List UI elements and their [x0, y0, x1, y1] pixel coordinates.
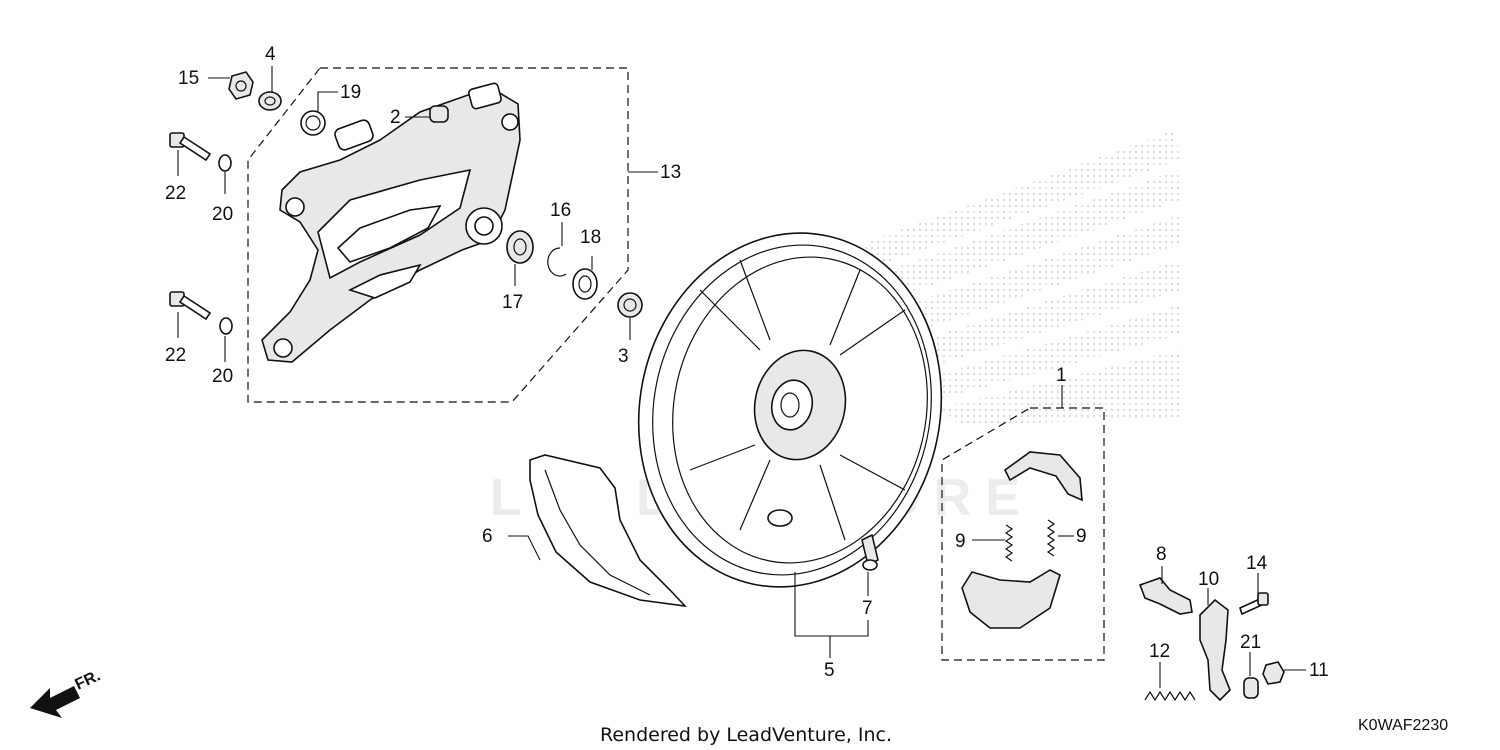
callout-9-left: 9	[955, 531, 966, 552]
collar-4	[258, 91, 282, 111]
callout-13: 13	[660, 162, 681, 183]
callout-19: 19	[340, 82, 361, 103]
front-label: FR.	[73, 667, 104, 693]
callout-10: 10	[1198, 569, 1219, 590]
callout-22-upper: 22	[165, 183, 186, 204]
callout-7: 7	[862, 598, 873, 619]
callout-12: 12	[1149, 641, 1170, 662]
swingarm-bracket	[261, 82, 521, 363]
brake-shoe-lower	[961, 569, 1061, 629]
callout-14: 14	[1246, 553, 1268, 574]
callouts: 15 4 19 2 13 22 20 16 18 17 3 22 20 6 7 …	[165, 44, 1329, 681]
brake-arm-10	[1199, 598, 1231, 702]
washer-20-upper	[218, 154, 232, 172]
brake-shoe-upper	[1003, 451, 1083, 502]
mudguard-6	[529, 454, 688, 608]
callout-6: 6	[482, 526, 493, 547]
callout-4: 4	[265, 44, 276, 65]
callout-18: 18	[580, 227, 601, 248]
callout-22-lower: 22	[165, 345, 186, 366]
rear-wheel	[637, 232, 943, 588]
spring-9-left	[1004, 524, 1014, 562]
bolt-14	[1239, 592, 1269, 616]
washer-20-lower	[219, 317, 233, 335]
spring-9-right	[1046, 519, 1056, 557]
circlip-16	[547, 247, 567, 277]
callout-16: 16	[550, 200, 571, 221]
diagram-code: K0WAF2230	[1358, 717, 1448, 734]
callout-2: 2	[390, 107, 401, 128]
callout-21: 21	[1240, 632, 1261, 653]
callout-9-right: 9	[1076, 526, 1087, 547]
seal-18	[572, 268, 598, 300]
footer-credit: Rendered by LeadVenture, Inc.	[600, 724, 892, 746]
bearing-17	[506, 230, 534, 264]
callout-1: 1	[1056, 365, 1067, 386]
leader-lines	[177, 66, 1306, 688]
bushing-2	[429, 105, 449, 123]
front-direction-indicator: FR.	[30, 667, 103, 718]
callout-8: 8	[1156, 544, 1167, 565]
valve-7	[861, 533, 879, 571]
callout-15: 15	[178, 68, 199, 89]
pin-21	[1243, 677, 1259, 699]
seal-19	[300, 110, 326, 136]
brake-cam-8	[1138, 577, 1193, 615]
callout-3: 3	[618, 346, 629, 367]
callout-17: 17	[502, 292, 523, 313]
bolt-22-upper	[169, 132, 212, 162]
spring-12	[1144, 690, 1196, 702]
callout-5: 5	[824, 660, 835, 681]
callout-20-upper: 20	[212, 204, 233, 225]
collar-3	[617, 292, 643, 318]
nut-11	[1262, 661, 1285, 685]
nut-15	[228, 71, 254, 100]
bolt-22-lower	[169, 291, 212, 321]
brake-group-outline	[941, 407, 1105, 661]
callout-11: 11	[1309, 660, 1329, 681]
wing-logo-watermark	[860, 130, 1180, 425]
callout-20-lower: 20	[212, 366, 233, 387]
front-arrow-icon	[30, 686, 80, 718]
